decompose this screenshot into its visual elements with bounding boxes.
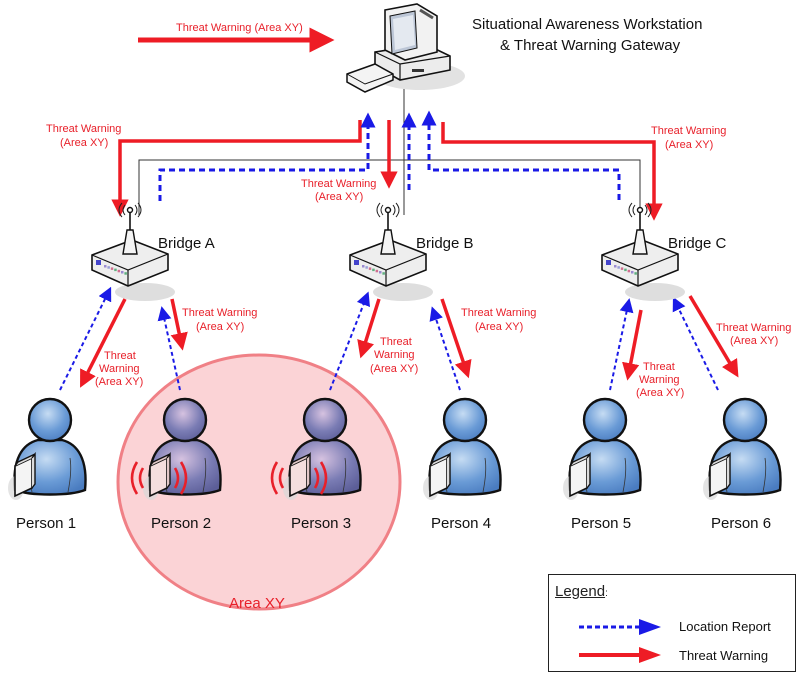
person-4: Person 4 (423, 397, 502, 532)
person-label: Person 3 (291, 515, 351, 532)
svg-text:Warning: Warning (99, 363, 140, 375)
svg-text:(Area XY): (Area XY) (730, 335, 778, 347)
svg-text:(Area XY): (Area XY) (370, 363, 418, 375)
person-icon (703, 397, 782, 500)
person-label: Person 4 (431, 515, 491, 532)
alert-signal-icon (270, 461, 328, 495)
bridge-person-label-1: Threat Warning (Area XY) (95, 350, 143, 388)
location-arrow-bridge-a-gateway (158, 112, 376, 201)
svg-text:(Area XY): (Area XY) (196, 321, 244, 333)
bridge-person-links (59, 286, 739, 391)
legend: Legend: Location Report Threat Warning (548, 574, 796, 672)
bridge-person-label-6: Threat Warning (Area XY) (716, 322, 791, 347)
threat-arrow-gateway-bridge-c (441, 122, 663, 221)
handheld-device-icon (563, 451, 591, 500)
wireless-bridge-icon (349, 202, 433, 301)
svg-text:Threat Warning: Threat Warning (182, 307, 257, 319)
title-line-2: & Threat Warning Gateway (500, 37, 681, 54)
legend-threat-warning-label: Threat Warning (679, 648, 769, 663)
svg-text:(Area XY): (Area XY) (636, 387, 684, 399)
handheld-device-icon (143, 451, 171, 500)
legend-title: Legend: (555, 583, 608, 600)
svg-text:(Area XY): (Area XY) (315, 191, 363, 203)
title-line-1: Situational Awareness Workstation (472, 16, 702, 33)
svg-text:(Area XY): (Area XY) (665, 139, 713, 151)
svg-text:Threat Warning: Threat Warning (716, 322, 791, 334)
bridge-c: Bridge C (601, 202, 727, 301)
svg-text:Threat Warning: Threat Warning (301, 178, 376, 190)
computer-workstation-icon (346, 3, 465, 93)
location-arrow-person4-bridge-b (429, 306, 461, 391)
svg-text:Threat: Threat (104, 350, 136, 362)
threat-arrow-bridge-b-person3 (357, 298, 381, 359)
handheld-device-icon (283, 451, 311, 500)
threat-arrow-bridge-a-person2 (170, 298, 188, 351)
incoming-threat-label: Threat Warning (Area XY) (176, 22, 303, 34)
person-icon (563, 397, 642, 500)
person-6: Person 6 (703, 397, 782, 532)
alert-signal-icon (130, 461, 188, 495)
location-arrow-person2-bridge-a (157, 306, 181, 391)
svg-text:(Area XY): (Area XY) (95, 376, 143, 388)
person-label: Person 6 (711, 515, 771, 532)
person-3: Person 3 (270, 397, 362, 532)
location-arrow-person6-bridge-c (672, 296, 719, 391)
person-label: Person 2 (151, 515, 211, 532)
bridge-label: Bridge B (416, 235, 474, 252)
person-1: Person 1 (8, 397, 87, 532)
person-icon (270, 397, 362, 500)
bridges: Bridge A Bridge B Bridge C (91, 202, 727, 301)
threat-arrow-gateway-bridge-a (111, 120, 362, 217)
person-label: Person 5 (571, 515, 631, 532)
svg-text:(Area XY): (Area XY) (60, 137, 108, 149)
gateway-bridge-c-label: Threat Warning (Area XY) (651, 125, 726, 151)
bridge-label: Bridge A (158, 235, 215, 252)
legend-location-report-label: Location Report (679, 619, 771, 634)
svg-text:(Area XY): (Area XY) (475, 321, 523, 333)
svg-text:Threat Warning: Threat Warning (651, 125, 726, 137)
location-arrow-bridge-c-gateway (421, 110, 621, 200)
wireless-bridge-icon (601, 202, 685, 301)
svg-text:Warning: Warning (639, 374, 680, 386)
bridge-label: Bridge C (668, 235, 727, 252)
location-arrow-person3-bridge-b (329, 291, 370, 391)
handheld-device-icon (423, 451, 451, 500)
bridge-person-label-5: Threat Warning (Area XY) (636, 361, 684, 399)
persons: Person 1 Person 2 Person 3 Person 4 Person 5… (8, 397, 782, 532)
person-icon (423, 397, 502, 500)
person-5: Person 5 (563, 397, 642, 532)
threat-arrow-bridge-c-person6 (688, 295, 739, 378)
person-2: Person 2 (130, 397, 222, 532)
person-icon (130, 397, 222, 500)
bridge-b: Bridge B (349, 202, 474, 301)
svg-text:Threat Warning: Threat Warning (461, 307, 536, 319)
threat-warning-legend-arrow (579, 647, 661, 663)
bridge-person-label-4: Threat Warning (Area XY) (461, 307, 536, 333)
threat-arrow-bridge-a-person1 (80, 298, 127, 388)
bridge-person-label-3: Threat Warning (Area XY) (370, 336, 418, 375)
svg-text:Threat Warning: Threat Warning (46, 123, 121, 135)
gateway-bridge-a-label: Threat Warning (Area XY) (46, 123, 121, 149)
person-icon (8, 397, 87, 500)
area-xy-label: Area XY (229, 595, 285, 612)
gateway-bridge-b-label: Threat Warning (Area XY) (301, 178, 376, 203)
threat-arrow-bridge-b-person4 (440, 298, 472, 379)
location-report-legend-arrow (579, 619, 661, 635)
svg-text:Threat: Threat (643, 361, 675, 373)
handheld-device-icon (8, 451, 36, 500)
wireless-bridge-icon (91, 202, 175, 301)
bridge-person-label-2: Threat Warning (Area XY) (182, 307, 257, 333)
svg-text:Threat: Threat (380, 336, 412, 348)
location-arrow-person5-bridge-c (609, 298, 634, 391)
threat-arrow-bridge-c-person5 (622, 309, 643, 381)
bridge-a: Bridge A (91, 202, 215, 301)
person-label: Person 1 (16, 515, 76, 532)
svg-text:Warning: Warning (374, 349, 415, 361)
handheld-device-icon (703, 451, 731, 500)
